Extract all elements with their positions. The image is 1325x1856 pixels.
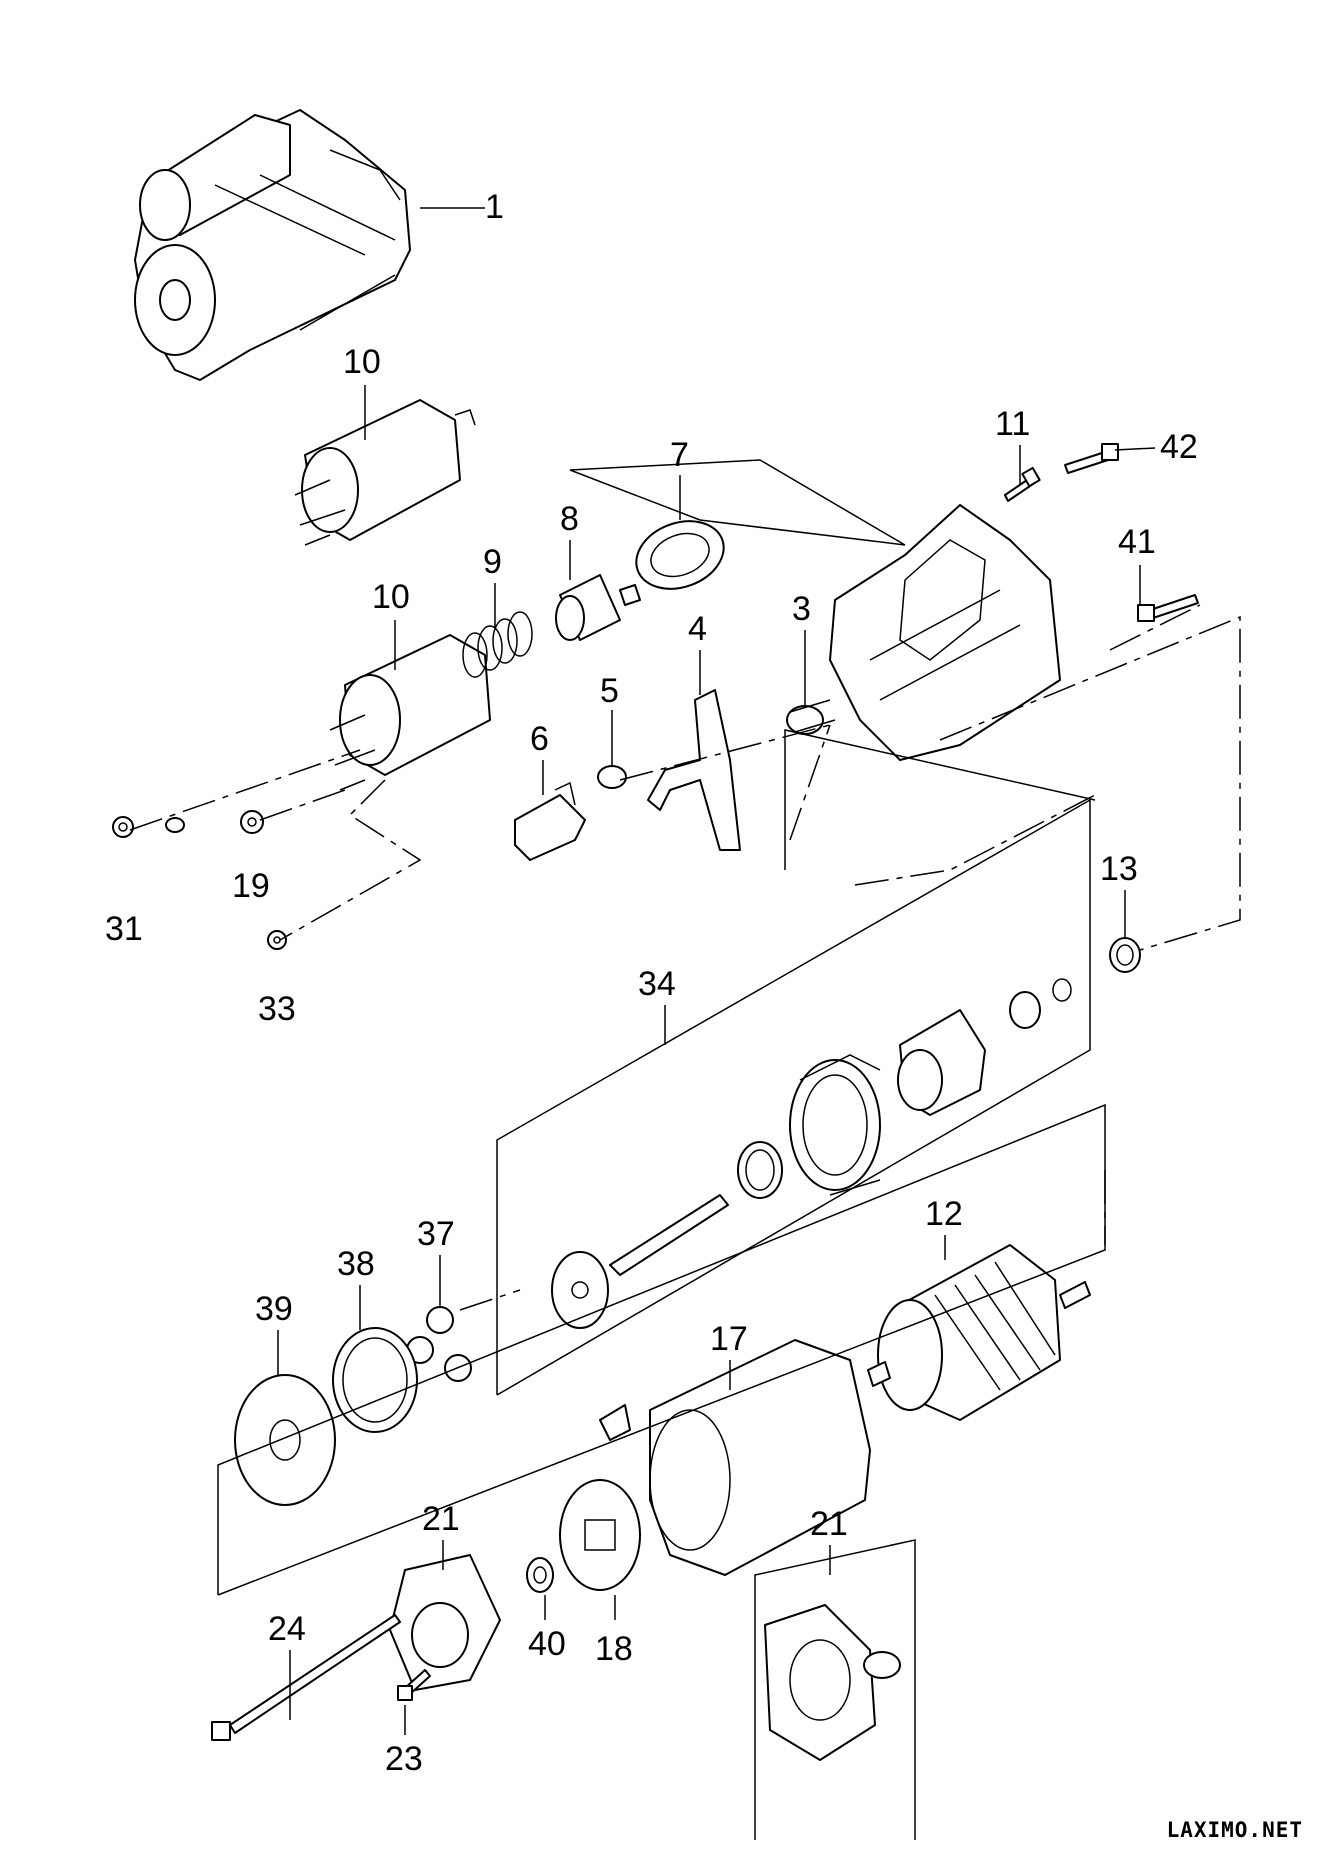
gasket-plate[interactable] bbox=[627, 510, 733, 601]
callout-label: 41 bbox=[1118, 523, 1156, 561]
through-bolt[interactable] bbox=[211, 1614, 401, 1741]
callout-label: 10 bbox=[343, 343, 381, 381]
plunger[interactable] bbox=[555, 574, 641, 641]
washer-small[interactable] bbox=[165, 817, 185, 833]
callout-label: 13 bbox=[1100, 850, 1138, 888]
solenoid-lower[interactable] bbox=[329, 634, 491, 791]
callout-label: 10 bbox=[372, 578, 410, 616]
bushing[interactable] bbox=[786, 699, 836, 735]
callout-label: 4 bbox=[688, 610, 707, 648]
callout-label: 33 bbox=[258, 990, 296, 1028]
callout-label: 9 bbox=[483, 543, 502, 581]
callout-labels: 1 10 11 42 7 8 9 10 41 3 4 5 6 31 19 33 … bbox=[105, 188, 1198, 1778]
callout-label: 34 bbox=[638, 965, 676, 1003]
snap-ring[interactable] bbox=[1052, 978, 1072, 1002]
callout-label: 38 bbox=[337, 1245, 375, 1283]
spring[interactable] bbox=[462, 611, 533, 678]
washer[interactable] bbox=[597, 765, 627, 789]
assembly-lines bbox=[129, 604, 1241, 1311]
drive-end-housing[interactable] bbox=[829, 504, 1061, 761]
callout-label: 40 bbox=[528, 1625, 566, 1663]
nut-31[interactable] bbox=[112, 816, 134, 838]
callout-label: 37 bbox=[417, 1215, 455, 1253]
callout-label: 39 bbox=[255, 1290, 293, 1328]
watermark: LAXIMO.NET bbox=[1166, 1818, 1303, 1842]
collar[interactable] bbox=[1009, 991, 1041, 1029]
bolt-41[interactable] bbox=[1137, 594, 1199, 622]
bearing-40[interactable] bbox=[526, 1557, 554, 1593]
brush-holder[interactable] bbox=[559, 1404, 641, 1591]
nut-19[interactable] bbox=[240, 810, 264, 834]
callout-label: 12 bbox=[925, 1195, 963, 1233]
callout-label: 11 bbox=[995, 405, 1030, 443]
callout-label: 21 bbox=[422, 1500, 460, 1538]
end-cover-left[interactable] bbox=[389, 1554, 501, 1691]
callout-label: 31 bbox=[105, 910, 143, 948]
starter-motor-assembly[interactable] bbox=[134, 109, 411, 381]
callout-label: 24 bbox=[268, 1610, 306, 1648]
bolt-11[interactable] bbox=[1004, 466, 1041, 502]
callout-label: 18 bbox=[595, 1630, 633, 1668]
bearing-ring[interactable] bbox=[737, 1141, 783, 1199]
callout-label: 23 bbox=[385, 1740, 423, 1778]
callout-label: 5 bbox=[600, 672, 619, 710]
end-cover-right[interactable] bbox=[764, 1604, 901, 1761]
callout-label: 42 bbox=[1160, 428, 1198, 466]
bolt-42[interactable] bbox=[1064, 443, 1119, 474]
callout-label: 17 bbox=[710, 1320, 748, 1358]
yoke-frame[interactable] bbox=[649, 1339, 871, 1576]
solenoid-upper[interactable] bbox=[294, 399, 476, 546]
screw-23[interactable] bbox=[397, 1669, 431, 1701]
plate[interactable] bbox=[234, 1374, 336, 1506]
retainer-ring[interactable] bbox=[332, 1327, 418, 1433]
pinion-drive[interactable] bbox=[897, 1009, 986, 1116]
callout-label: 19 bbox=[232, 867, 270, 905]
ring-13[interactable] bbox=[1109, 937, 1141, 973]
group-frames bbox=[217, 459, 1106, 1840]
callout-label: 1 bbox=[485, 188, 504, 226]
leader-lines bbox=[277, 207, 1156, 1735]
callout-label: 21 bbox=[810, 1505, 848, 1543]
plunger-arm[interactable] bbox=[514, 781, 586, 861]
callout-label: 7 bbox=[670, 436, 689, 474]
callout-label: 8 bbox=[560, 500, 579, 538]
shift-fork[interactable] bbox=[647, 689, 741, 851]
planetary-shaft[interactable] bbox=[551, 1194, 729, 1329]
callout-label: 3 bbox=[792, 590, 811, 628]
armature[interactable] bbox=[867, 1244, 1091, 1421]
callout-label: 6 bbox=[530, 720, 549, 758]
ring-gear[interactable] bbox=[789, 1054, 881, 1196]
nut-33[interactable] bbox=[267, 930, 287, 950]
